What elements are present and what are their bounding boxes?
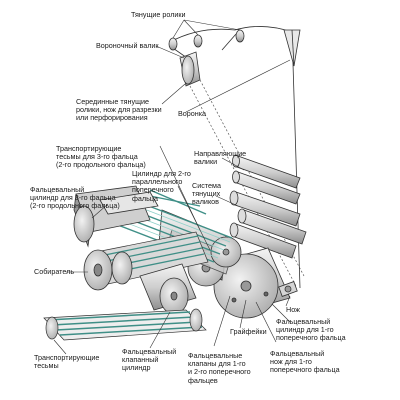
label-knife: Нож (286, 305, 300, 314)
guide-rollers (232, 154, 301, 205)
label-first-fold-cylinder: Фальцевальный цилиндр для 1-го поперечно… (276, 317, 346, 343)
label-first-fold-knife: Фальцевальный нож для 1-го поперечного ф… (270, 349, 340, 375)
first-fold-cylinder (213, 247, 291, 319)
funnel (283, 29, 301, 67)
collector (83, 249, 133, 291)
label-middle-rollers: Серединные тянущие ролики, нож для разре… (76, 97, 162, 123)
knife-shaft (278, 281, 298, 297)
label-valves: Фальцевальные клапаны для 1-го и 2-го по… (188, 351, 251, 385)
label-third-fold-cylinder: Фальцевальный цилиндр для 3-го фальца (2… (30, 185, 120, 211)
third-fold-cylinder (73, 185, 159, 248)
label-collector: Собиратель (34, 267, 75, 276)
lower-transport-belts (43, 308, 207, 341)
funnel-roller (179, 51, 201, 87)
label-third-fold-belts: Транспортирующие тесьмы для 3-го фальца … (56, 144, 146, 170)
top-pulling-rollers (168, 29, 245, 51)
label-funnel: Воронка (178, 109, 207, 118)
label-pulling-rollers: Тянущие ролики (131, 10, 186, 19)
label-pulling-system: Система тянущих валиков (192, 181, 221, 207)
label-nippers: Грайфейки (230, 327, 267, 336)
label-valve-cylinder: Фальцевальный клапанный цилиндр (122, 347, 177, 373)
leader-lines (53, 19, 291, 355)
label-parallel-cylinder: Цилиндр для 2-го параллельного поперечно… (132, 169, 191, 203)
label-guide-rollers: Направляющие валики (194, 149, 247, 167)
label-transport-belts: Транспортирующие тесьмы (34, 353, 100, 371)
pulling-roller-system (229, 190, 307, 259)
label-funnel-roller: Вороночный валик (96, 41, 159, 50)
